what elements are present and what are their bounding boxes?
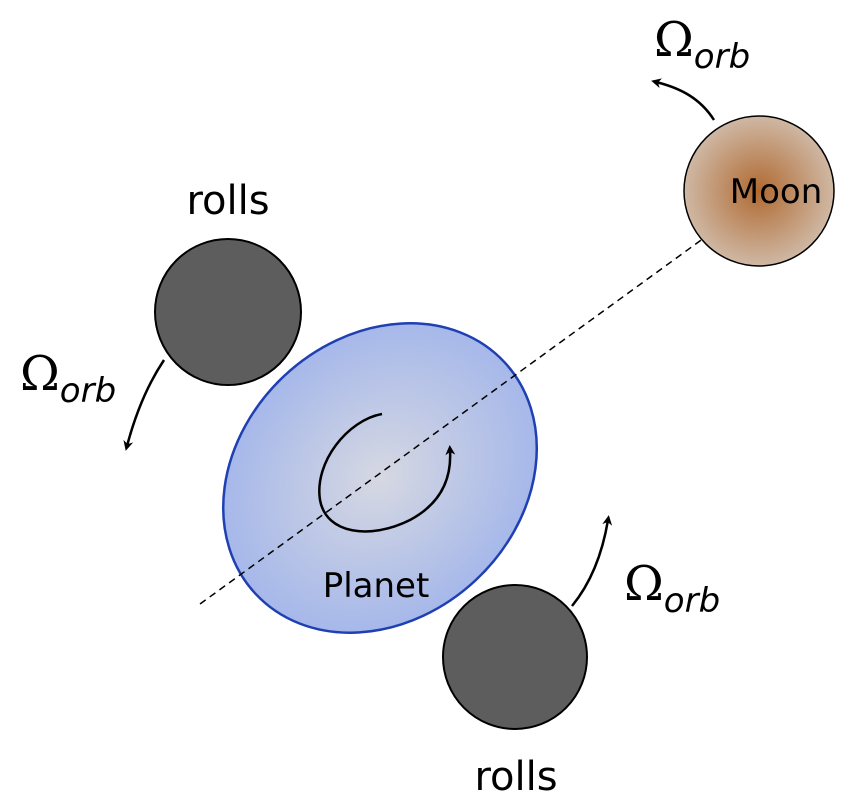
omega-orb-moon-label: Ωorb bbox=[654, 12, 750, 77]
omega-symbol-left: Ω bbox=[20, 346, 60, 402]
omega-symbol-right: Ω bbox=[624, 556, 664, 612]
omega-subscript-right: orb bbox=[664, 581, 720, 621]
omega-symbol-moon: Ω bbox=[654, 12, 694, 68]
roller-bottom-arrow-icon bbox=[571, 515, 613, 607]
moon-body bbox=[683, 115, 835, 267]
moon-orbit-arrow-icon bbox=[651, 78, 716, 121]
moon-label: Moon bbox=[730, 172, 823, 212]
omega-subscript-left: orb bbox=[60, 371, 116, 411]
spin-arrow-icon bbox=[318, 412, 456, 533]
omega-orb-right-label: Ωorb bbox=[624, 556, 720, 621]
roller-top-arrow-icon bbox=[123, 359, 166, 451]
planet-body bbox=[221, 322, 539, 634]
roller-bottom bbox=[442, 584, 588, 730]
omega-orb-left-label: Ωorb bbox=[20, 346, 116, 411]
tidal-axis-line bbox=[199, 237, 705, 605]
rolls-bottom-label: rolls bbox=[474, 754, 557, 794]
omega-subscript-moon: orb bbox=[694, 37, 750, 77]
roller-top bbox=[154, 238, 302, 386]
planet-label: Planet bbox=[323, 566, 430, 606]
rolls-top-label: rolls bbox=[186, 178, 269, 224]
